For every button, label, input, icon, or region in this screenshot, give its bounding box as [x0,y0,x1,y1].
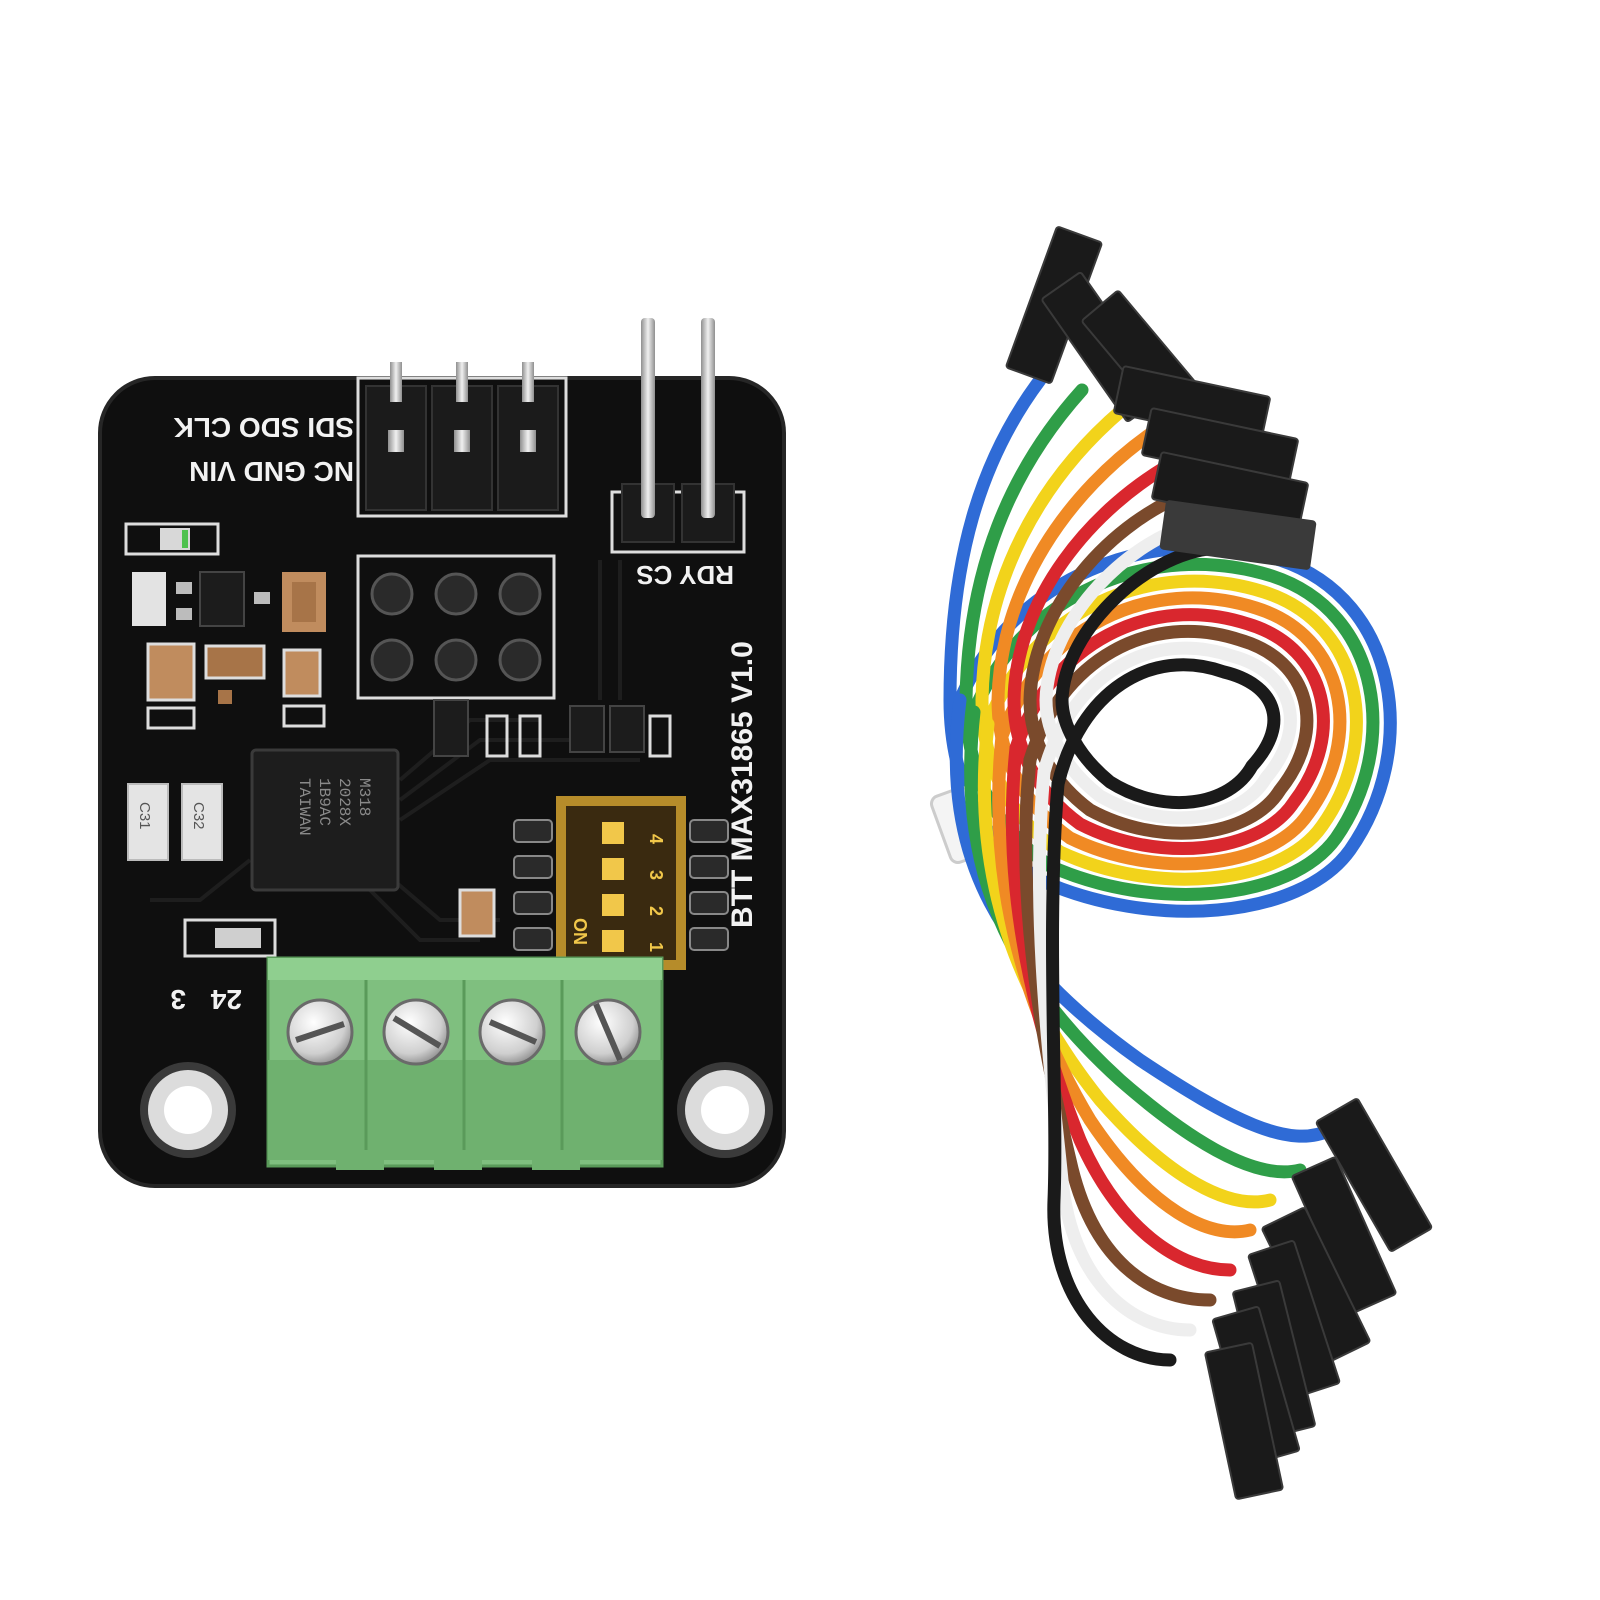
connector-bottom-1 [1315,1098,1433,1252]
power-regulator-cluster [132,571,326,730]
terminal-screw-2 [382,998,450,1066]
chip-marking-line-3: 1B9AC [315,778,333,826]
terminal-screw-4 [574,998,642,1066]
ribbon-tails [949,693,1337,1367]
top-dupont-connectors [1005,226,1317,570]
capacitor-pair: C31 C32 [127,783,223,861]
screw-terminal-block [266,956,664,1170]
spi-header [356,362,568,518]
dip-on-label: ON [570,918,590,945]
cap-label-c31: C31 [136,802,153,830]
ribbon-loop [943,373,1397,918]
dip-number-4: 4 [646,834,666,844]
connector-top-7 [1159,500,1317,570]
sensor-pad-array [356,554,556,700]
pin-label-row-bottom: NC GND VIN [189,456,354,487]
terminal-label-3: 3 [170,984,186,1015]
terminal-screw-3 [478,998,546,1066]
bottom-dupont-connectors [1204,1098,1433,1500]
chip-marking-line-4: TAIWAN [295,778,313,836]
max31865-chip: M318 2028X 1B9AC TAIWAN [250,748,400,892]
dip-switch: ON 1 2 3 4 [513,796,729,970]
jumper-cable [929,373,1397,1367]
dip-number-2: 2 [646,906,666,916]
cap-label-c32: C32 [190,802,207,830]
mounting-hole-right [677,1062,773,1158]
board-model-text: BTT MAX31865 V1.0 [726,641,759,928]
dip-number-3: 3 [646,870,666,880]
dip-number-1: 1 [646,942,666,952]
cs-rdy-header [610,318,746,554]
chip-marking-line-2: 2028X [335,778,353,826]
cs-rdy-label: RDY CS [636,560,734,590]
connector-bottom-7 [1204,1342,1284,1500]
power-led [124,522,220,556]
small-smd-parts [183,699,672,958]
chip-marking-line-1: M318 [355,778,373,816]
pin-label-row-top: SDI SDO CLK [174,412,354,443]
max31865-board: M318 2028X 1B9AC TAIWAN C31 C32 [98,318,786,1188]
terminal-screw-1 [286,998,354,1066]
mounting-hole-left [140,1062,236,1158]
terminal-label-24: 24 [210,984,242,1015]
